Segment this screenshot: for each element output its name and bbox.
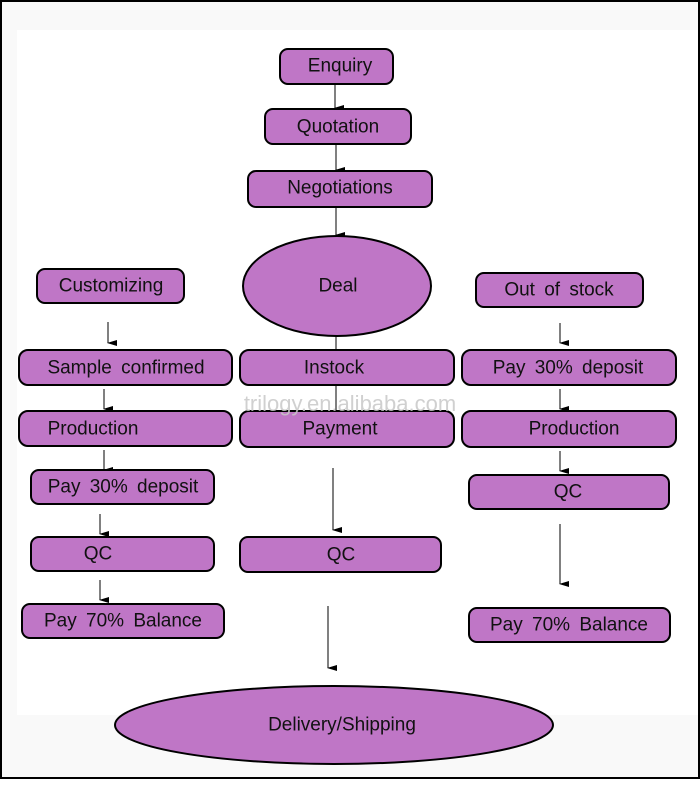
node-quotation: Quotation: [264, 108, 412, 145]
node-customizing-label: Customizing: [59, 276, 164, 297]
node-left-deposit-label: Pay 30% deposit: [48, 477, 199, 498]
node-negotiations-label: Negotiations: [287, 178, 393, 199]
node-right-production-label: Production: [529, 419, 620, 440]
watermark-text: trilogy.en.alibaba.com: [244, 391, 456, 416]
node-left-balance-label: Pay 70% Balance: [44, 611, 202, 632]
node-payment: Payment: [239, 410, 455, 448]
node-quotation-label: Quotation: [297, 117, 379, 138]
node-instock: Instock: [239, 349, 455, 386]
node-enquiry-label: Enquiry: [308, 56, 373, 77]
node-out-of-stock: Out of stock: [475, 272, 644, 308]
node-right-balance: Pay 70% Balance: [468, 607, 671, 643]
node-payment-label: Payment: [303, 419, 379, 440]
node-right-balance-label: Pay 70% Balance: [490, 615, 648, 636]
node-left-balance: Pay 70% Balance: [21, 603, 225, 639]
node-sample-confirmed: Sample confirmed: [18, 349, 233, 386]
node-right-deposit: Pay 30% deposit: [461, 349, 677, 386]
node-negotiations: Negotiations: [247, 170, 433, 208]
node-delivery: Delivery/Shipping: [114, 685, 554, 765]
node-sample-confirmed-label: Sample confirmed: [47, 358, 204, 379]
node-left-qc: QC: [30, 536, 215, 572]
node-enquiry: Enquiry: [279, 48, 394, 85]
node-left-production: Production: [18, 410, 233, 447]
node-instock-label: Instock: [304, 358, 365, 379]
node-right-qc-label: QC: [554, 482, 583, 503]
node-out-of-stock-label: Out of stock: [504, 280, 614, 301]
node-delivery-label: Delivery/Shipping: [268, 715, 416, 736]
node-deal-label: Deal: [318, 276, 357, 297]
node-customizing: Customizing: [36, 268, 185, 304]
node-deal: Deal: [242, 235, 432, 337]
node-left-deposit: Pay 30% deposit: [30, 469, 215, 505]
node-right-qc: QC: [468, 474, 670, 510]
node-left-production-label: Production: [48, 419, 139, 440]
node-right-production: Production: [461, 410, 677, 448]
node-mid-qc-label: QC: [327, 545, 356, 566]
node-left-qc-label: QC: [84, 544, 113, 565]
node-right-deposit-label: Pay 30% deposit: [493, 358, 644, 379]
node-mid-qc: QC: [239, 536, 442, 573]
